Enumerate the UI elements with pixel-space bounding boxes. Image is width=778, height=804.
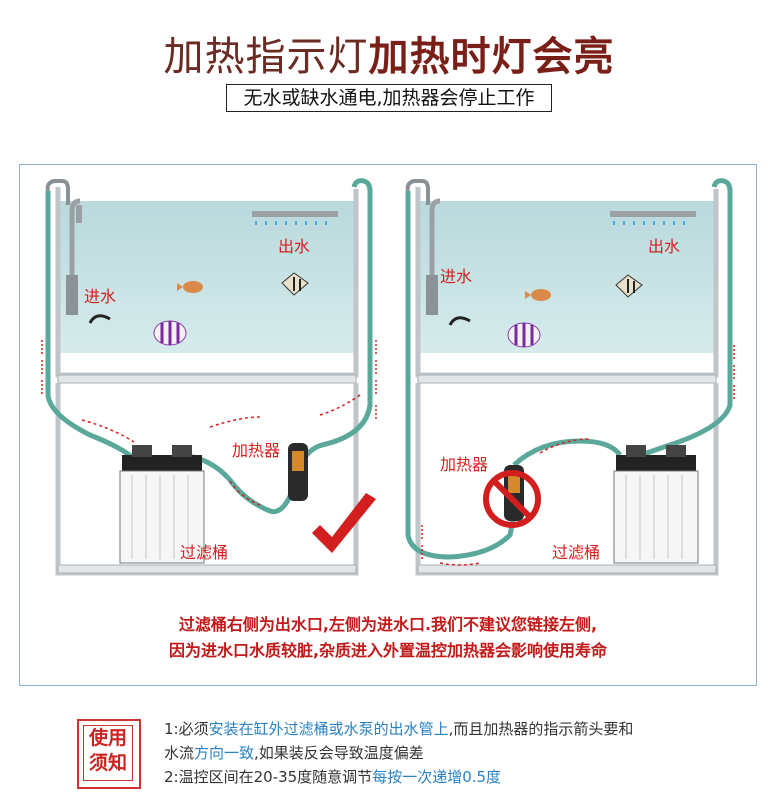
diagram-panel: 出水 进水 加热器 过滤桶 出水 进水 加热器 过滤桶 过滤桶右侧为出水口,左侧…: [19, 164, 757, 686]
usage-item-1-line-1: 1:必须安装在缸外过滤桶或水泵的出水管上,而且加热器的指示箭头要和: [164, 718, 633, 739]
right-tank-water: [418, 201, 716, 353]
right-heater-label: 加热器: [440, 455, 489, 474]
note-line-2: 因为进水口水质较脏,杂质进入外置温控加热器会影响使用寿命: [168, 641, 608, 660]
left-outlet-hose: [179, 178, 373, 515]
right-cabinet-base: [417, 564, 717, 574]
badge-line-1: 使用: [88, 727, 127, 749]
left-filter-label: 过滤桶: [180, 543, 229, 562]
left-spray-drops: [255, 221, 327, 225]
prohibited-icon: [483, 470, 541, 528]
right-intake-hose: [405, 191, 517, 560]
left-inlet-label: 进水: [84, 287, 117, 306]
usage-text: 1:必须: [164, 720, 209, 738]
subtitle-box: 无水或缺水通电,加热器会停止工作: [226, 84, 552, 112]
left-setup: [41, 178, 377, 576]
left-fish: [153, 272, 309, 346]
left-outlet-label: 出水: [278, 237, 311, 256]
left-intake-strainer: [66, 275, 78, 315]
usage-text: ,而且加热器的指示箭头要和: [448, 720, 634, 738]
right-tank-shelf: [417, 374, 717, 384]
left-filter-body: [119, 470, 205, 564]
usage-text: ,如果装反会导致温度偏差: [254, 744, 424, 762]
usage-highlight: 每按一次递增0.5度: [372, 768, 502, 786]
diagram-illustration: [41, 178, 735, 576]
left-filter-head: [122, 455, 202, 473]
left-tank-shelf: [57, 374, 357, 384]
left-intake-hose: [45, 191, 140, 465]
page-title: 加热指示灯加热时灯会亮: [0, 24, 778, 82]
left-intake-hook: [45, 179, 70, 205]
title-part2: 加热时灯会亮: [368, 34, 615, 80]
usage-highlight: 安装在缸外过滤桶或水泵的出水管上: [208, 720, 449, 738]
right-filter-head: [616, 455, 696, 473]
left-intake-clip: [76, 205, 82, 223]
checkmark-icon: [312, 493, 376, 553]
right-inlet-label: 进水: [440, 267, 473, 286]
usage-item-1-line-2: 水流方向一致,如果装反会导致温度偏差: [164, 742, 424, 763]
right-fish: [507, 274, 643, 348]
left-spray-bar: [252, 211, 338, 217]
note-line-1: 过滤桶右侧为出水口,左侧为进水口.我们不建议您链接左侧,: [178, 615, 598, 634]
left-cabinet-base: [57, 564, 357, 574]
right-spray-bar: [610, 211, 696, 217]
usage-item-2: 2:温控区间在20-35度随意调节每按一次递增0.5度: [164, 766, 501, 787]
left-heater-label: 加热器: [232, 441, 281, 460]
badge-line-2: 须知: [88, 752, 127, 774]
left-tank-water: [58, 201, 356, 353]
title-part1: 加热指示灯: [163, 34, 369, 80]
right-filter-label: 过滤桶: [552, 543, 601, 562]
left-inlet-arrow: [88, 314, 111, 324]
right-heater-hose: [512, 438, 623, 467]
left-intake-pipe: [69, 198, 81, 315]
right-outlet-label: 出水: [648, 237, 681, 256]
right-intake-pipe: [429, 198, 441, 315]
right-outlet-hose: [630, 178, 733, 462]
right-filter-body: [613, 470, 699, 564]
usage-badge: 使用 须知: [77, 719, 141, 789]
right-setup: [405, 178, 735, 576]
usage-text: 水流: [164, 744, 195, 762]
usage-text: 2:温控区间在20-35度随意调节: [164, 768, 373, 786]
usage-highlight: 方向一致: [194, 744, 255, 762]
